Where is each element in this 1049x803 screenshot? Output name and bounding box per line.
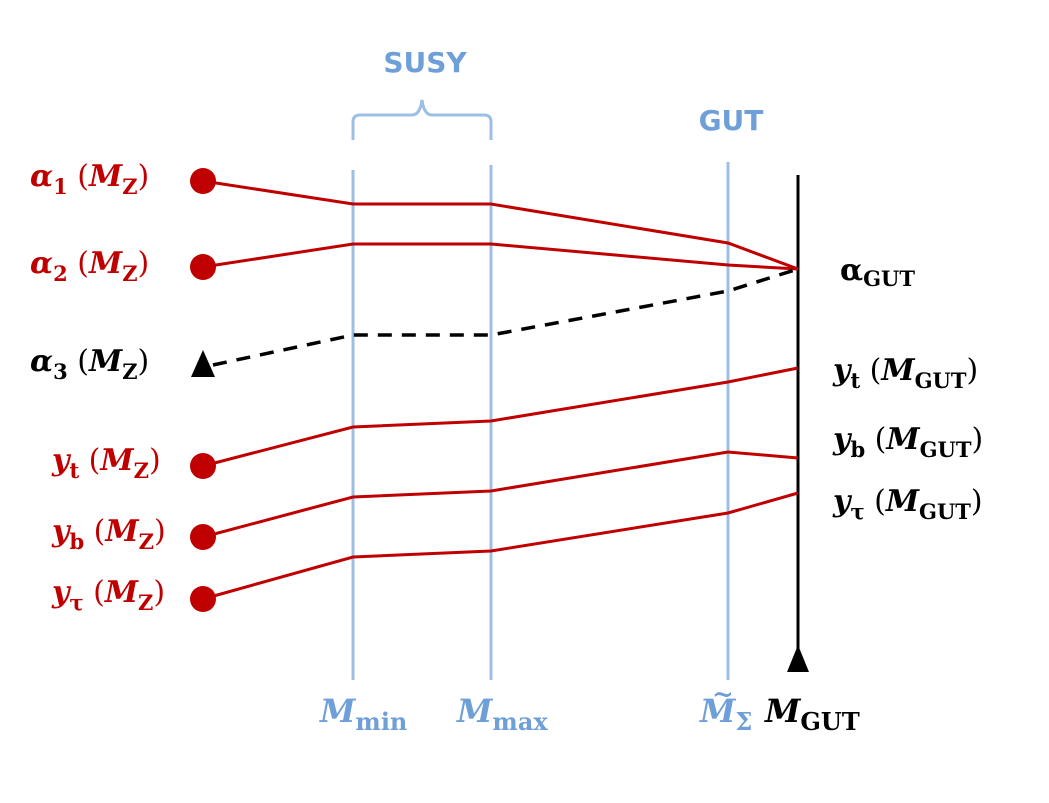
alpha-gut-label: αGUT — [840, 253, 915, 291]
susy-brace — [351, 99, 493, 140]
alpha1-mz-label: α1 (MZ) — [30, 159, 149, 199]
yt-mz-label: yt (MZ) — [51, 443, 161, 483]
yb-curve — [202, 450, 799, 539]
ytau-mz-label: yτ (MZ) — [51, 575, 165, 615]
yt-mgut-label: yt (MGUT) — [832, 353, 978, 393]
alpha3-mz-label: α3 (MZ) — [30, 344, 149, 384]
yt-curve — [202, 366, 799, 468]
ytau-marker — [190, 586, 216, 612]
gut-label: GUT — [699, 104, 764, 137]
alpha2-curve — [202, 242, 799, 271]
ytau-curve — [202, 491, 799, 601]
yb-marker — [190, 524, 216, 550]
ytau-mgut-label: yτ (MGUT) — [832, 484, 983, 524]
m-gut-label: MGUT — [764, 692, 860, 736]
alpha1-curve — [202, 179, 799, 271]
alpha3-curve — [212, 267, 799, 367]
yt-marker — [190, 453, 216, 479]
alpha2-mz-label: α2 (MZ) — [30, 246, 149, 286]
gut-axis-arrowhead — [787, 645, 809, 672]
m-sigma-label: MΣ — [699, 692, 752, 736]
yb-mgut-label: yb (MGUT) — [832, 422, 983, 462]
susy-label: SUSY — [383, 46, 467, 79]
alpha2-marker — [190, 254, 216, 280]
alpha1-marker — [190, 168, 216, 194]
m-sigma-tilde: ~ — [712, 680, 734, 710]
m-min-label: Mmin — [319, 692, 407, 736]
m-max-label: Mmax — [456, 692, 548, 736]
yb-mz-label: yb (MZ) — [51, 514, 166, 554]
alpha3-marker — [191, 350, 215, 377]
